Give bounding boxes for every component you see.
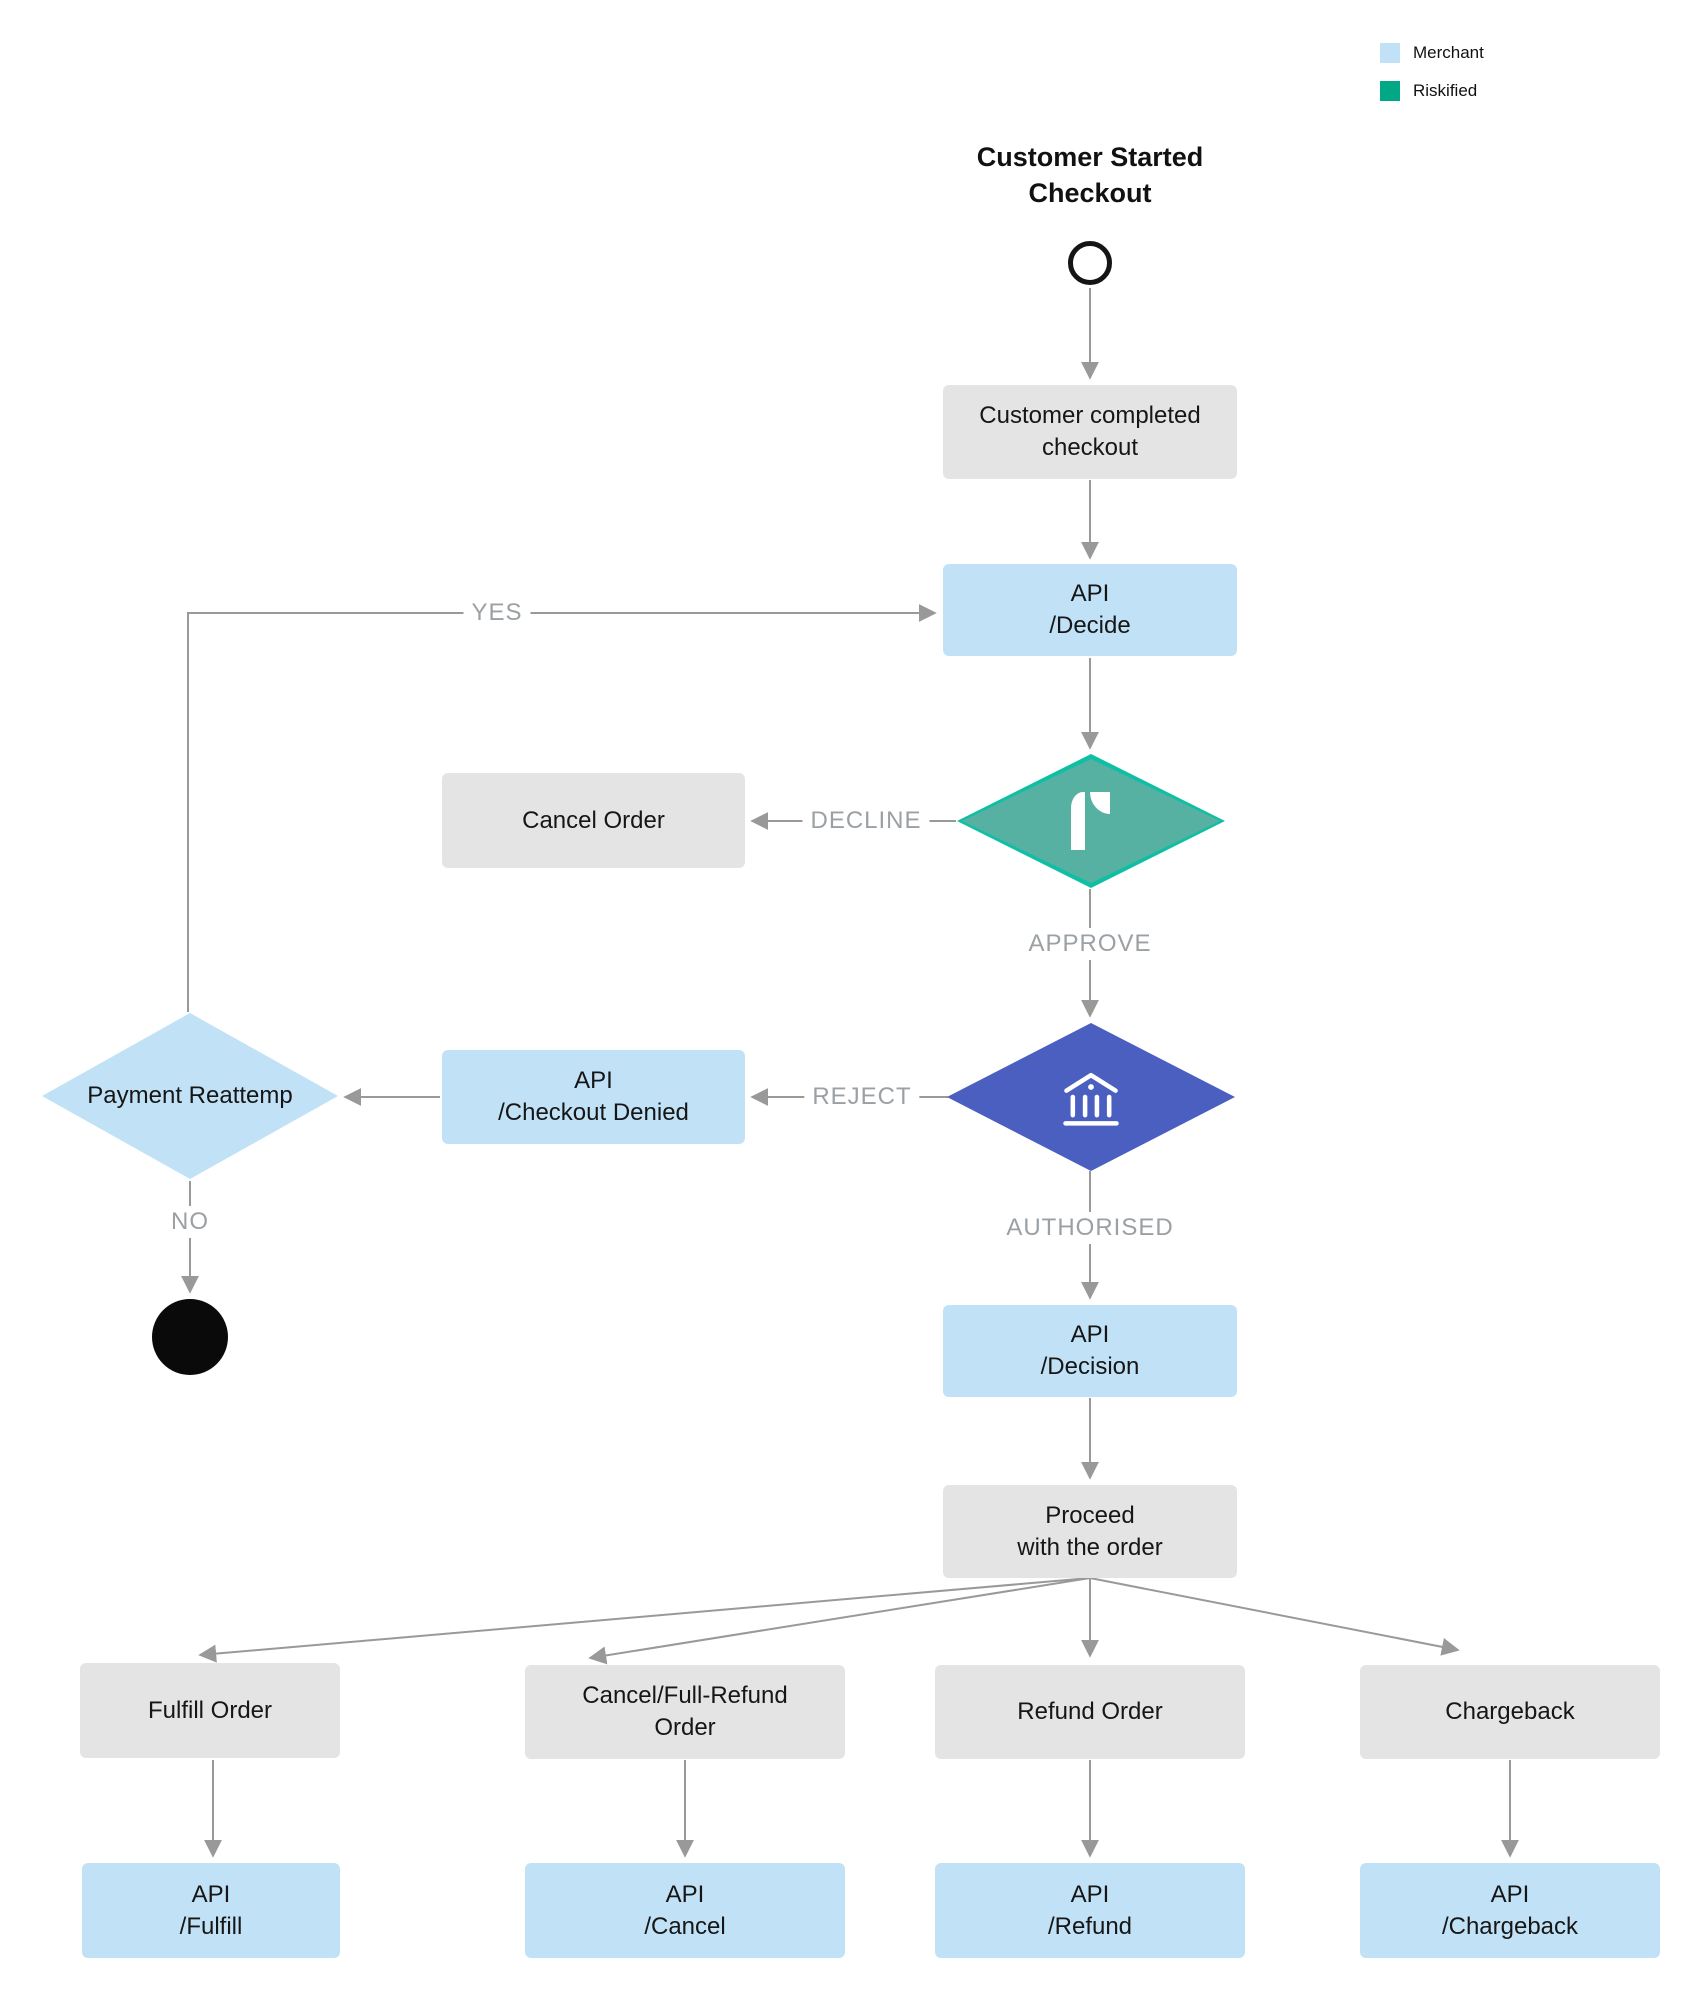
- riskified-color-swatch: [1380, 81, 1400, 101]
- edge-label-yes: YES: [463, 597, 531, 629]
- diamond-payment-reattempt: Payment Reattemp: [42, 1013, 338, 1179]
- legend-label: Merchant: [1413, 43, 1484, 62]
- legend-label: Riskified: [1413, 81, 1478, 100]
- bank-icon: [1063, 1072, 1119, 1126]
- node-api-decision: API /Decision: [943, 1305, 1237, 1397]
- node-api-checkout-denied: API /Checkout Denied: [442, 1050, 745, 1144]
- diamond-riskified-decision: [957, 754, 1225, 888]
- node-cancel-order: Cancel Order: [442, 773, 745, 868]
- diamond-payment-gateway: [947, 1023, 1235, 1171]
- legend-item-merchant: Merchant: [1380, 43, 1484, 63]
- payment-reattempt-label: Payment Reattemp: [87, 1082, 293, 1109]
- edge-label-decline: DECLINE: [802, 805, 930, 837]
- connector-proceed-to-cancel: [588, 1577, 1091, 1665]
- node-api-chargeback: API /Chargeback: [1360, 1863, 1660, 1958]
- merchant-color-swatch: [1380, 43, 1400, 63]
- node-proceed-order: Proceed with the order: [943, 1485, 1237, 1578]
- connector-yes: [187, 604, 937, 1012]
- edge-label-authorised: AUTHORISED: [998, 1212, 1182, 1244]
- connector-proceed-to-fulfill: [198, 1577, 1091, 1663]
- riskified-logo-icon: [1071, 792, 1111, 850]
- edge-label-no: NO: [163, 1206, 217, 1238]
- node-api-refund: API /Refund: [935, 1863, 1245, 1958]
- legend-item-riskified: Riskified: [1380, 81, 1484, 101]
- node-api-fulfill: API /Fulfill: [82, 1863, 340, 1958]
- legend: Merchant Riskified: [1380, 43, 1484, 119]
- node-fulfill-order: Fulfill Order: [80, 1663, 340, 1758]
- connector-proceed-to-chargeback: [1089, 1577, 1460, 1656]
- edge-label-reject: REJECT: [804, 1081, 920, 1113]
- edge-label-approve: APPROVE: [1020, 928, 1160, 960]
- end-node-icon: [152, 1299, 228, 1375]
- page-title: Customer Started Checkout: [976, 142, 1204, 208]
- node-chargeback: Chargeback: [1360, 1665, 1660, 1759]
- node-cancel-full-refund-order: Cancel/Full-Refund Order: [525, 1665, 845, 1759]
- node-refund-order: Refund Order: [935, 1665, 1245, 1759]
- node-api-decide: API /Decide: [943, 564, 1237, 656]
- node-customer-completed: Customer completed checkout: [943, 385, 1237, 479]
- start-node-icon: [1068, 241, 1112, 285]
- node-api-cancel: API /Cancel: [525, 1863, 845, 1958]
